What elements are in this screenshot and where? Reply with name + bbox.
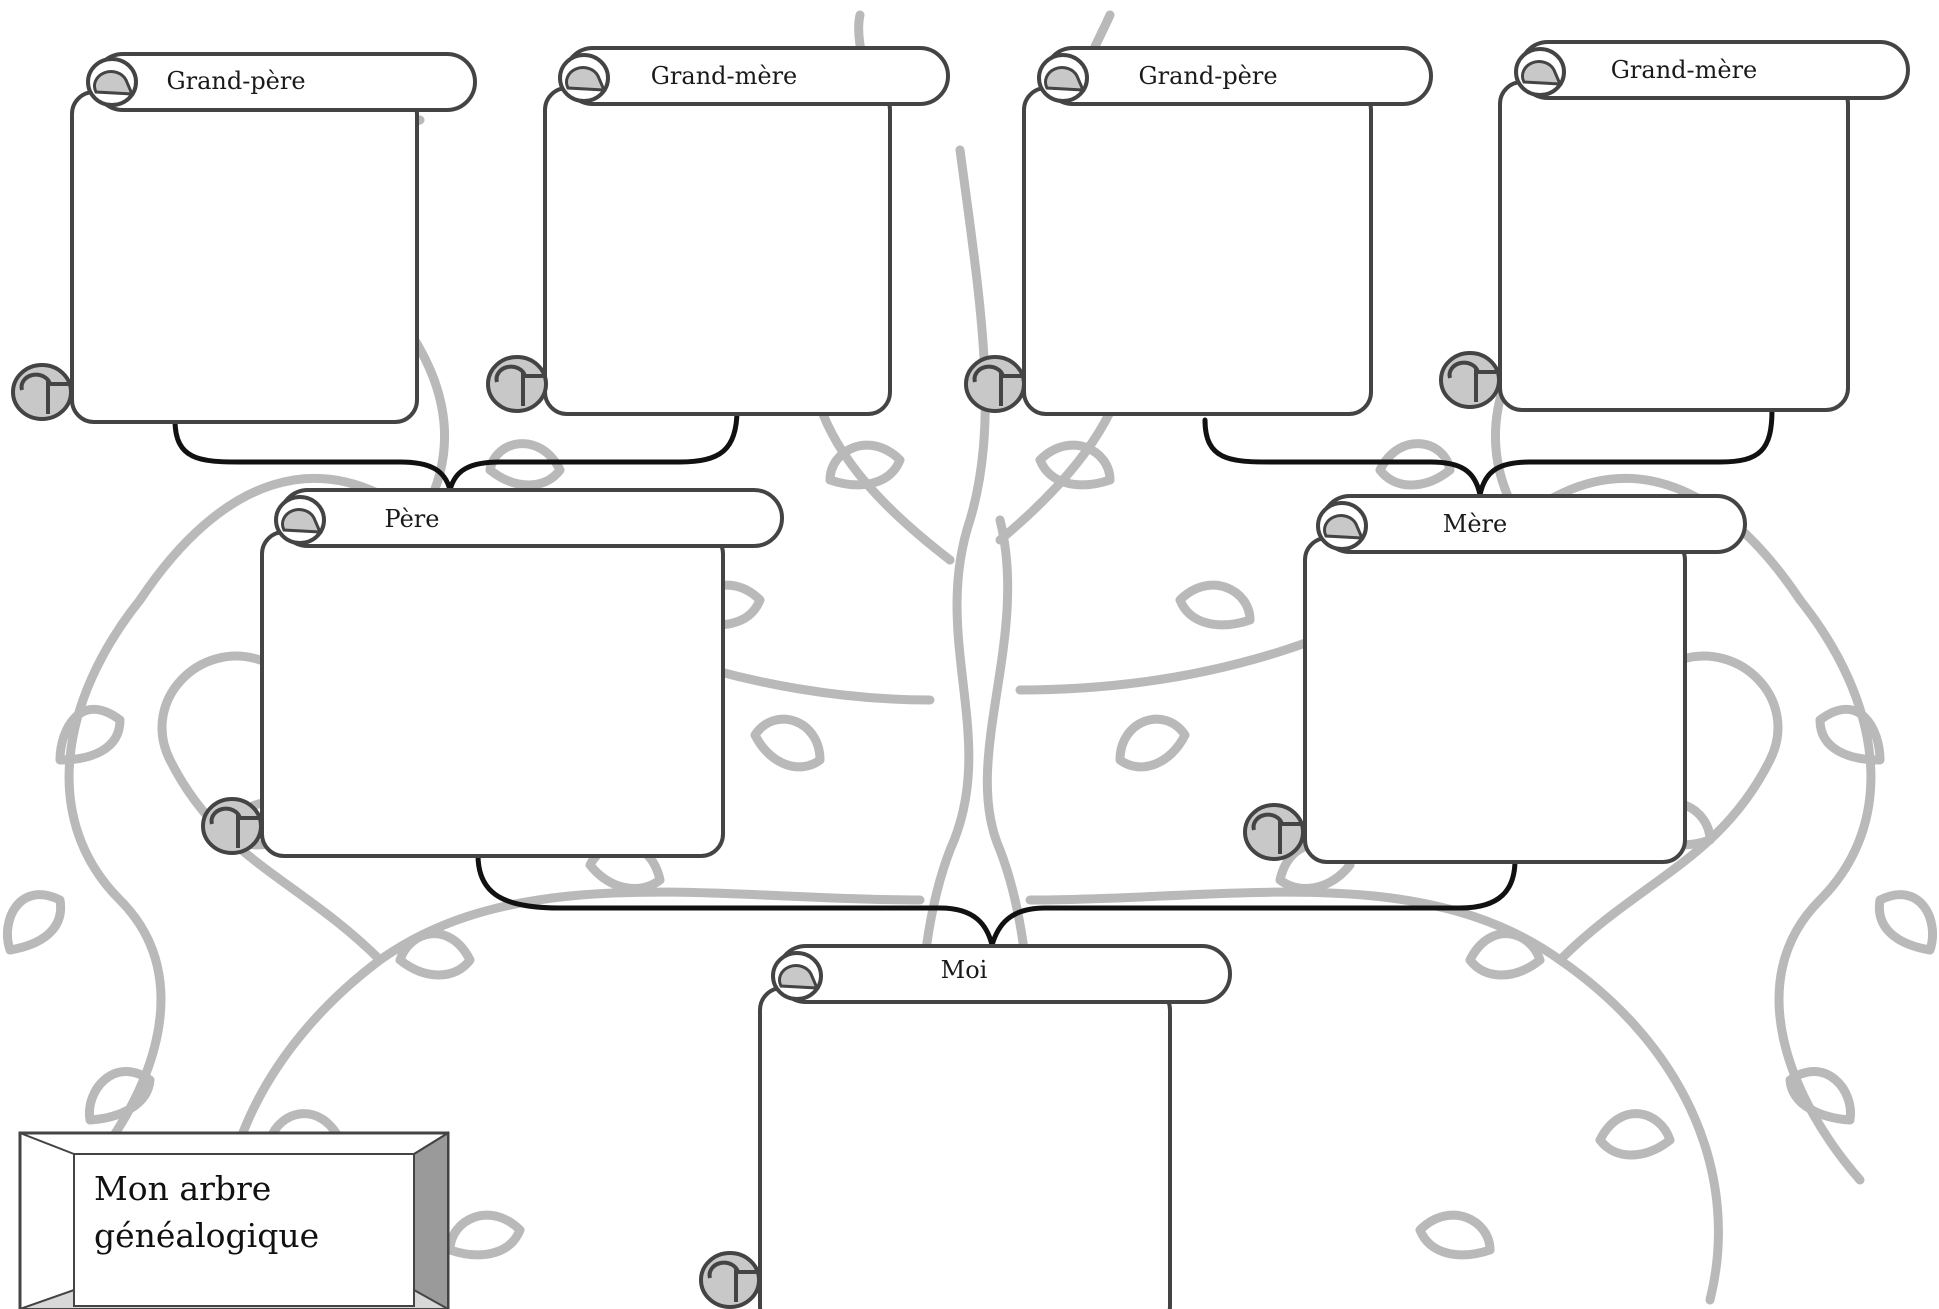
scroll-curl-bottom-icon	[1245, 805, 1303, 859]
scroll-body[interactable]	[545, 88, 890, 414]
scroll-grand-mere-maternelle: Grand-mère	[1441, 42, 1908, 410]
scroll-label: Grand-père	[166, 67, 305, 95]
connector-parents	[478, 855, 1515, 945]
tree-leaf	[400, 934, 470, 975]
scroll-curl-bottom-icon	[701, 1253, 759, 1307]
scroll-label: Père	[385, 505, 440, 533]
scroll-grand-pere-paternel: Grand-père	[13, 54, 475, 422]
tree-leaf	[89, 1071, 150, 1120]
scroll-curl-top-icon	[560, 55, 608, 101]
scroll-curl-bottom-icon	[1441, 353, 1499, 407]
title-line-1: Mon arbre	[94, 1169, 271, 1208]
scroll-header	[778, 946, 1230, 1002]
tree-leaf	[1120, 719, 1185, 767]
scroll-curl-bottom-icon	[966, 357, 1024, 411]
title-plate-bevel-right	[414, 1133, 448, 1309]
tree-leaf	[755, 719, 820, 767]
tree-leaf	[1180, 585, 1250, 625]
scroll-body[interactable]	[1024, 88, 1371, 414]
tree-leaf	[1600, 1114, 1670, 1155]
scroll-body[interactable]	[262, 532, 723, 856]
scroll-curl-bottom-icon	[13, 365, 71, 419]
scroll-header	[1322, 496, 1745, 552]
scroll-header	[280, 490, 782, 546]
scroll-label: Grand-père	[1138, 62, 1277, 90]
scroll-curl-top-icon	[1318, 503, 1366, 549]
scroll-moi: Moi	[701, 946, 1230, 1309]
scroll-label: Grand-mère	[1611, 56, 1758, 84]
scroll-grand-pere-maternel: Grand-père	[966, 48, 1431, 414]
scroll-mere: Mère	[1245, 496, 1745, 862]
title-plate: Mon arbre généalogique	[20, 1133, 448, 1309]
scroll-curl-bottom-icon	[488, 357, 546, 411]
tree-leaf	[1470, 934, 1540, 975]
tree-leaf	[7, 895, 60, 950]
scroll-curl-bottom-icon	[203, 799, 261, 853]
tree-leaf	[450, 1215, 520, 1255]
scroll-curl-top-icon	[1516, 49, 1564, 95]
connector-maternal-grandparents	[1205, 410, 1772, 495]
scroll-label: Mère	[1443, 510, 1507, 538]
tree-leaf	[1879, 895, 1932, 950]
scroll-label: Moi	[941, 956, 988, 984]
scroll-curl-top-icon	[1039, 55, 1087, 101]
scroll-curl-top-icon	[88, 59, 136, 105]
scroll-body[interactable]	[1500, 82, 1848, 410]
scroll-pere: Père	[203, 490, 782, 856]
scroll-body[interactable]	[72, 92, 417, 422]
scroll-grand-mere-paternelle: Grand-mère	[488, 48, 948, 414]
scroll-curl-top-icon	[773, 953, 821, 999]
scroll-body[interactable]	[1305, 538, 1685, 862]
scroll-curl-top-icon	[276, 497, 324, 543]
tree-leaf	[1790, 1071, 1851, 1120]
title-line-2: généalogique	[94, 1216, 319, 1255]
scroll-body[interactable]	[760, 988, 1170, 1309]
tree-leaf	[1420, 1215, 1490, 1255]
scroll-label: Grand-mère	[651, 62, 798, 90]
